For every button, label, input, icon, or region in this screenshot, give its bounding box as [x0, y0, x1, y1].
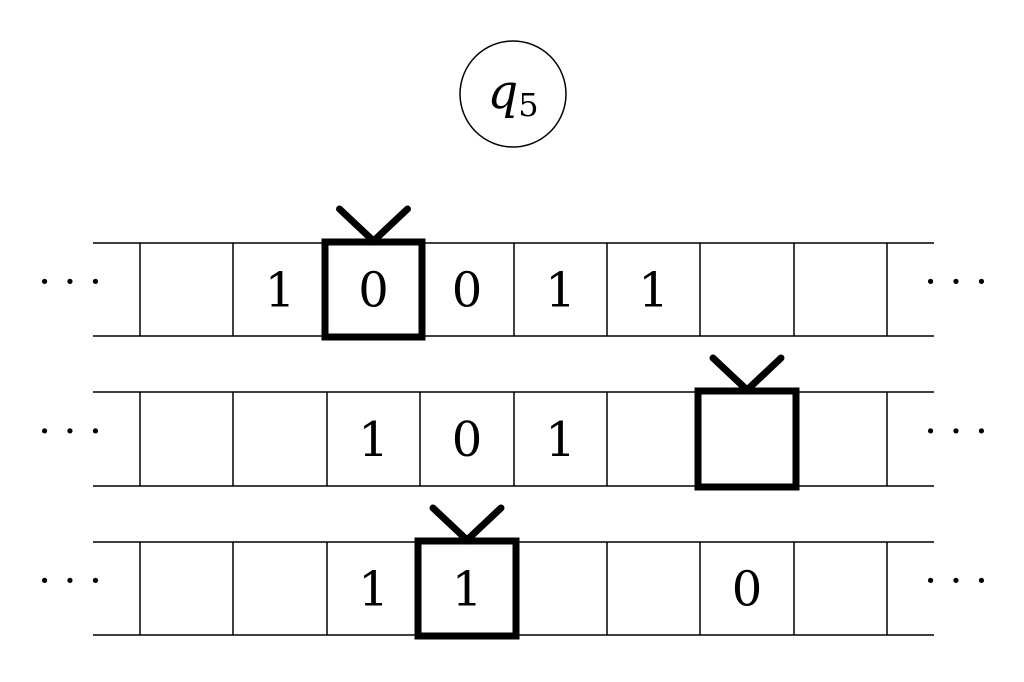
tape-cell-symbol: 0	[732, 562, 763, 618]
tape-head-antenna-icon	[709, 354, 785, 395]
tape-head-antenna-icon	[336, 205, 411, 246]
tape-cell-symbol: 1	[452, 562, 483, 618]
tape-head-antenna-icon	[429, 504, 505, 545]
tape-head	[321, 205, 426, 341]
tape-cell-symbol: 1	[358, 562, 389, 618]
tape-ellipsis-right: · · ·	[924, 559, 988, 605]
tape-3: · · · · · · 1 1 0	[38, 504, 988, 640]
tape-head-box	[694, 387, 800, 491]
tape-cell-symbol: 1	[545, 412, 576, 468]
tape-head	[694, 354, 800, 491]
state-label: q5	[487, 64, 538, 124]
tape-2: · · · · · · 1 0 1	[38, 354, 988, 491]
tapes: · · · · · · 1 0 0 1 1 · · · · · · 1 0 1 · · · · · · 1 1…	[38, 205, 988, 640]
tape-1: · · · · · · 1 0 0 1 1	[38, 205, 988, 341]
tape-cell-symbol: 1	[265, 263, 296, 319]
tape-ellipsis-left: · · ·	[38, 409, 102, 455]
tape-cell-symbol: 1	[638, 263, 669, 319]
tape-cell-symbol: 0	[358, 263, 389, 319]
state-subscript: 5	[518, 86, 538, 124]
tape-ellipsis-right: · · ·	[924, 409, 988, 455]
tape-head	[414, 504, 520, 640]
tape-cell-symbol: 0	[452, 263, 483, 319]
tape-ellipsis-left: · · ·	[38, 559, 102, 605]
tape-cell-symbol: 0	[452, 412, 483, 468]
tape-cell-symbol: 1	[545, 263, 576, 319]
tape-ellipsis-left: · · ·	[38, 260, 102, 306]
state-name: q	[487, 64, 518, 120]
tape-cell-symbol: 1	[358, 412, 389, 468]
tape-ellipsis-right: · · ·	[924, 260, 988, 306]
state-circle	[459, 40, 567, 148]
state-node: q5	[459, 40, 567, 148]
